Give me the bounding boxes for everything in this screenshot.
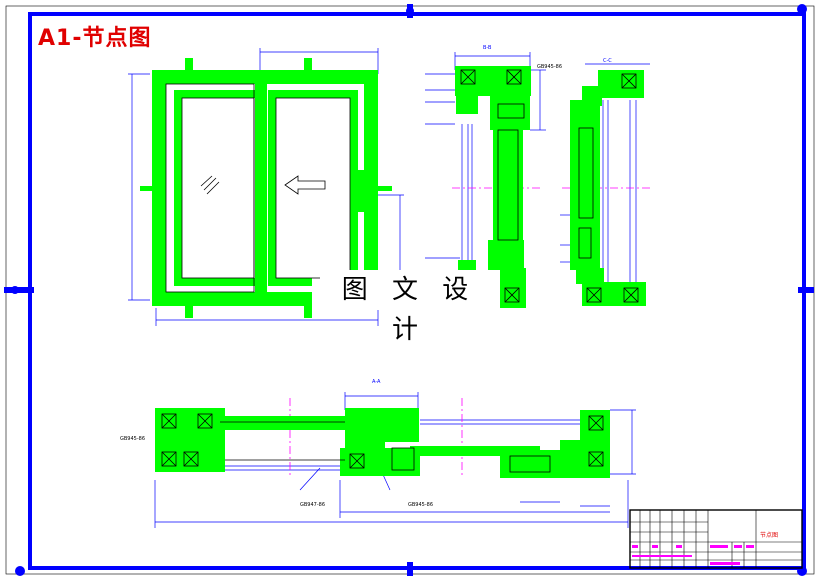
- std-label-3: GB947-86: [300, 502, 325, 508]
- std-label-4: GB945-86: [408, 502, 433, 508]
- std-label-2: GB945-86: [120, 436, 145, 442]
- section-aa: A-A GB945-86 GB947-86 GB945-86: [120, 379, 636, 528]
- window-elevation: [128, 48, 404, 326]
- title-block: 节点图: [629, 509, 803, 569]
- title-block-name: 节点图: [760, 531, 778, 539]
- watermark-text: 图 文 设 计: [320, 270, 498, 345]
- section-cc: C-C: [560, 58, 650, 306]
- section-aa-label: A-A: [372, 379, 381, 385]
- std-label-1: GB945-86: [537, 64, 562, 70]
- centering-marks: [4, 4, 814, 576]
- section-bb-label: B-B: [483, 45, 492, 51]
- section-bb: B-B GB945-86: [425, 45, 562, 308]
- drawing-title: A1-节点图: [38, 26, 152, 51]
- section-cc-label: C-C: [603, 58, 612, 64]
